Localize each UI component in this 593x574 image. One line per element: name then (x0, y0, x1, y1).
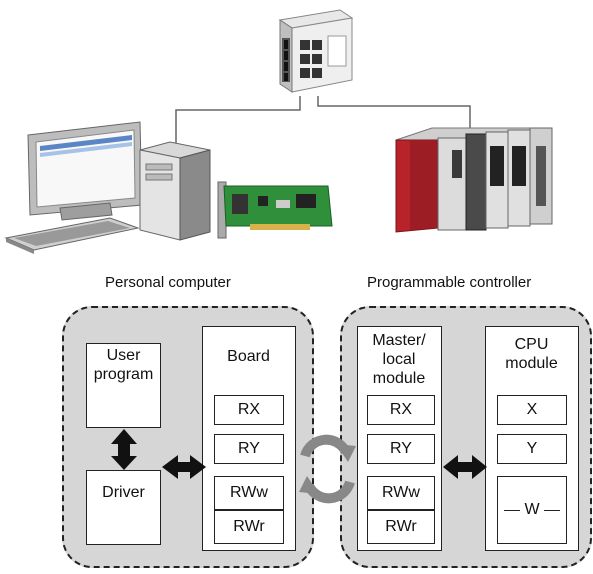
user-program-box: User program (86, 343, 161, 428)
master-rx-register: RX (367, 395, 435, 425)
user-program-label: User program (93, 347, 154, 383)
cpu-w-label: W (520, 501, 544, 519)
hardware-illustration (4, 9, 553, 254)
programmable-controller-caption: Programmable controller (367, 274, 532, 291)
cyclic-transmission-icon (299, 434, 356, 504)
driver-label: Driver (102, 484, 145, 501)
network-board-icon (217, 181, 333, 239)
plc-rack-icon (395, 127, 553, 233)
master-rwr-register: RWr (367, 510, 435, 544)
ethernet-cable-pc (175, 96, 301, 150)
cpu-y-device: Y (497, 434, 567, 464)
board-rww-register: RWw (214, 476, 284, 510)
monitor-icon (27, 121, 143, 221)
cpu-module-title: CPU module (505, 336, 558, 372)
board-rwr-register: RWr (214, 510, 284, 544)
driver-board-arrow-icon (162, 455, 206, 479)
switching-hub-icon (278, 9, 354, 93)
user-program-driver-arrow-icon (111, 429, 137, 470)
keyboard-icon (4, 217, 140, 254)
master-rww-register: RWw (367, 476, 435, 510)
personal-computer-caption: Personal computer (105, 274, 231, 291)
board-ry-register: RY (214, 434, 284, 464)
board-rx-register: RX (214, 395, 284, 425)
master-ry-register: RY (367, 434, 435, 464)
driver-box: Driver (86, 470, 161, 545)
pc-tower-icon (139, 141, 211, 241)
master-cpu-arrow-icon (443, 455, 487, 479)
cpu-w-device: W (497, 476, 567, 544)
master-local-module-title: Master/ local module (372, 332, 426, 387)
board-title: Board (227, 348, 270, 365)
cpu-x-device: X (497, 395, 567, 425)
